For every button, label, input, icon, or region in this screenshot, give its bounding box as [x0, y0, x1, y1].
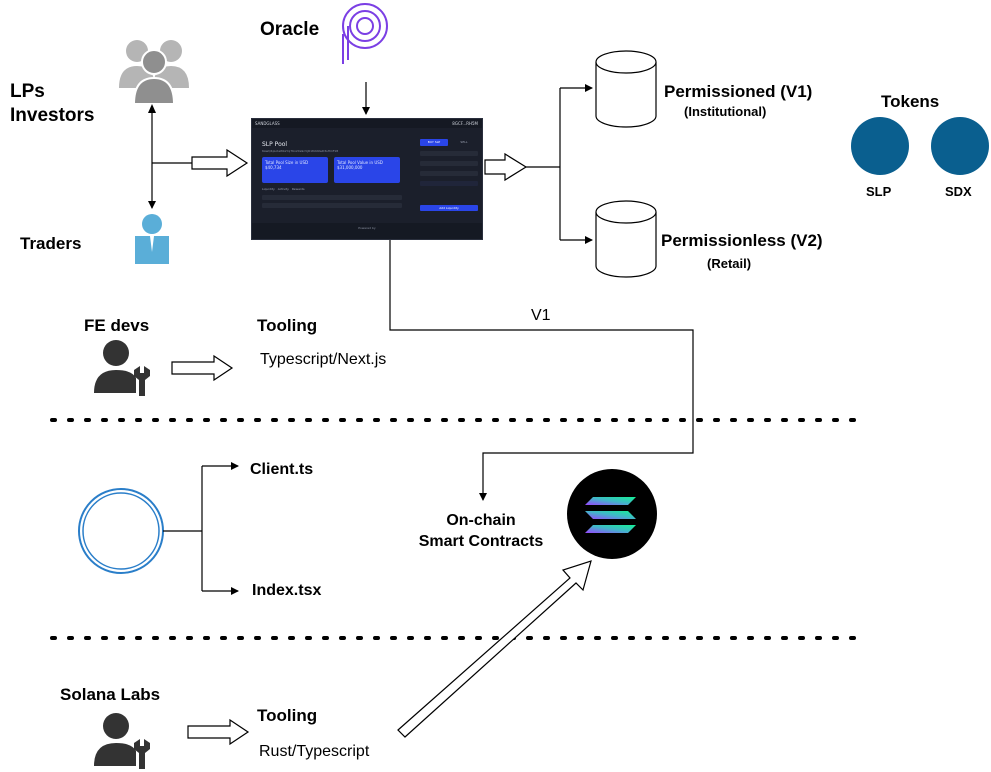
footer-text: Powered by — [358, 226, 376, 230]
developer-wrench-icon — [94, 713, 150, 769]
app-tabs: Liquidity Activity Rewards — [262, 187, 305, 191]
oracle-logo-icon — [342, 3, 388, 64]
database-icon — [595, 200, 657, 278]
rust-typescript-label: Rust/Typescript — [259, 743, 370, 760]
typescript-next-label: Typescript/Next.js — [260, 351, 387, 368]
client-ring-icon — [78, 488, 164, 574]
fe-devs-label: FE devs — [84, 316, 150, 335]
buy-button: BUY SLP — [420, 139, 448, 146]
sell-button: SELL — [460, 140, 468, 144]
table-row — [262, 195, 402, 200]
pool-size-card: Total Pool Size in USD $40,734 — [262, 157, 328, 183]
tab-rewards: Rewards — [291, 187, 305, 191]
hollow-arrow-to-solana — [397, 560, 592, 738]
traders-label: Traders — [20, 234, 82, 253]
table-row — [262, 203, 402, 208]
people-group-icon — [119, 40, 189, 105]
add-liquidity-button: Add Liquidity — [420, 205, 478, 211]
solana-labs-label: Solana Labs — [60, 685, 161, 704]
retail-label: (Retail) — [707, 256, 752, 271]
tab-activity: Activity — [277, 187, 289, 191]
input-row — [420, 171, 478, 176]
permissionless-label: Permissionless (V2) — [661, 231, 823, 250]
card-title: Total Pool Value in USD — [337, 160, 383, 165]
token-slp-label: SLP — [866, 184, 892, 199]
pool-address: 6AwQ4pLXaWbzYq7Kx2Xe9cVjR1tUbNwD3sHmFz8 — [262, 149, 339, 153]
token-slp-icon — [851, 117, 909, 175]
lps-investors-label: LPs Investors — [10, 81, 95, 126]
solana-logo-icon — [567, 469, 657, 559]
app-brand: SANDGLASS — [255, 121, 280, 126]
institutional-label: (Institutional) — [684, 104, 767, 119]
v1-route-label: V1 — [531, 307, 551, 324]
app-dashboard-thumbnail: SANDGLASS 8GCF...RH5M SLP Pool 6AwQ4pLXa… — [251, 118, 483, 240]
developer-wrench-icon — [94, 340, 150, 396]
input-row — [420, 151, 478, 156]
tokens-label: Tokens — [881, 92, 940, 111]
token-sdx-label: SDX — [945, 184, 972, 199]
hollow-arrow-to-app — [191, 148, 249, 178]
info-row — [420, 181, 478, 186]
tab-liquidity: Liquidity — [262, 187, 275, 191]
card-value: $40,734 — [265, 165, 282, 170]
app-footer: Powered by — [252, 223, 482, 239]
client-ts-label: Client.ts — [250, 461, 314, 478]
oracle-label: Oracle — [260, 19, 320, 40]
input-row — [420, 161, 478, 166]
app-topbar: SANDGLASS 8GCF...RH5M — [252, 119, 482, 128]
onchain-label: On-chain — [446, 512, 516, 529]
database-icon — [595, 50, 657, 128]
tooling-sol-label: Tooling — [257, 706, 318, 725]
tooling-fe-label: Tooling — [257, 316, 318, 335]
wallet-address: 8GCF...RH5M — [452, 121, 478, 126]
card-title: Total Pool Size in USD — [265, 160, 309, 165]
token-sdx-icon — [931, 117, 989, 175]
card-value: $31,000,000 — [337, 165, 363, 170]
pool-title: SLP Pool — [262, 141, 288, 148]
trader-icon — [135, 214, 169, 264]
index-tsx-label: Index.tsx — [252, 582, 322, 599]
permissioned-label: Permissioned (V1) — [664, 82, 813, 101]
pool-value-card: Total Pool Value in USD $31,000,000 — [334, 157, 400, 183]
smart-contracts-label: Smart Contracts — [418, 533, 544, 550]
